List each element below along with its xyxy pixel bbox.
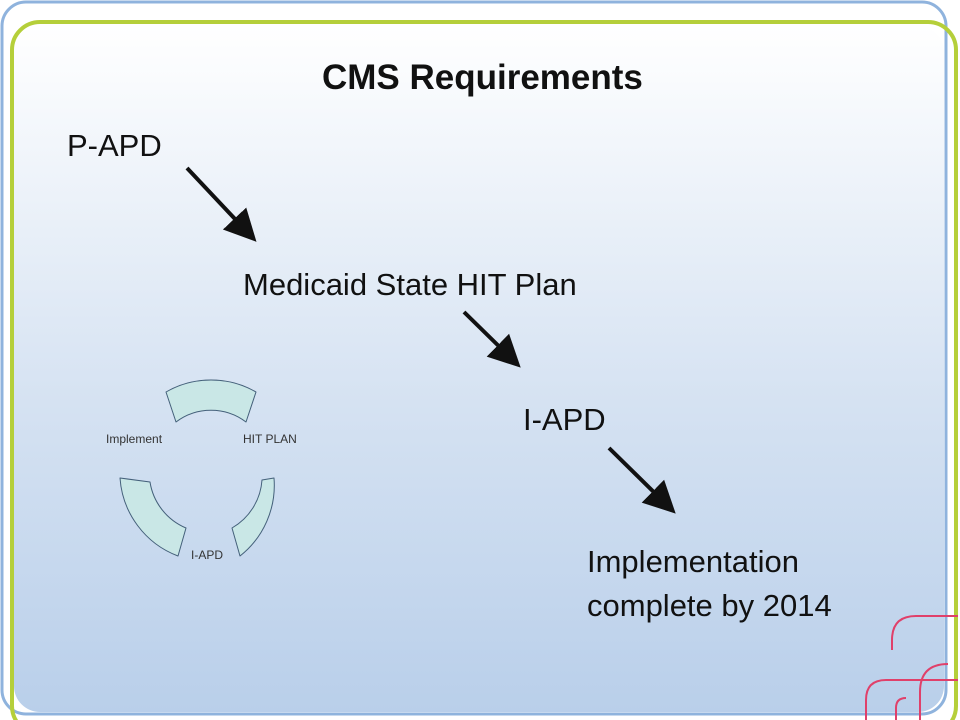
step-iapd: I-APD [523,402,606,437]
cycle-label-iapd: I-APD [191,548,224,562]
step-papd: P-APD [67,128,162,163]
cycle-segment-left [119,477,187,557]
step-implementation: Implementation complete by 2014 [587,544,832,623]
cycle-label-implement: Implement [106,432,163,446]
cycle-label-hit-plan: HIT PLAN [243,432,297,446]
cycle-segment-right [231,477,275,557]
slide-title: CMS Requirements [322,58,643,97]
step-state-hit-plan: Medicaid State HIT Plan [243,267,577,302]
cycle-segment-top [165,379,257,423]
arrow-plan-to-iapd [462,310,521,368]
arrow-papd-to-plan [185,166,257,242]
corner-accent [865,615,958,720]
cycle-diagram [119,379,275,557]
arrow-iapd-to-implementation [607,446,676,514]
inner-frame-green [10,20,958,720]
